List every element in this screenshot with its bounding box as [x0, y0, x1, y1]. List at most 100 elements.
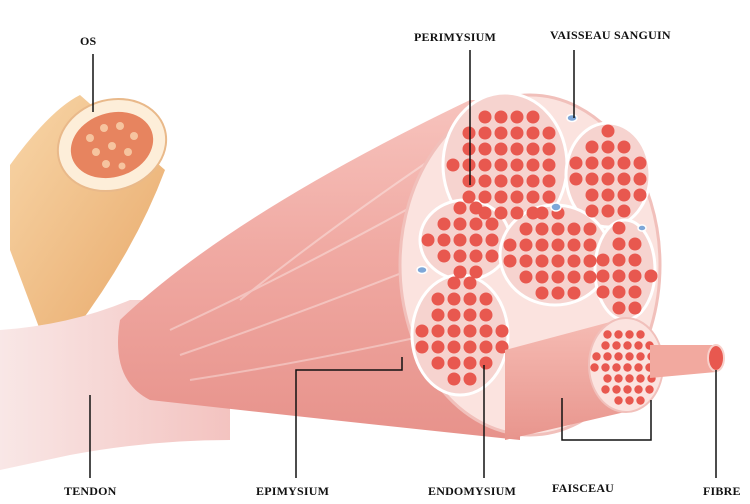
fiber-dot: [438, 234, 451, 247]
fiber-dot: [625, 374, 633, 382]
fiber-dot: [479, 175, 492, 188]
fiber-dot: [486, 250, 499, 263]
fiber-dot: [511, 159, 524, 172]
fiber-dot: [447, 159, 460, 172]
fiber-dot: [432, 309, 445, 322]
fiber-dot: [613, 238, 626, 251]
fiber-dot: [543, 175, 556, 188]
fiber-dot: [511, 191, 524, 204]
fiber-dot: [570, 157, 583, 170]
fiber-dot: [629, 270, 642, 283]
fiber-dot: [470, 250, 483, 263]
fiber-dot: [543, 159, 556, 172]
fiber-dot: [613, 270, 626, 283]
fiber-dot: [432, 341, 445, 354]
fiber-dot: [634, 173, 647, 186]
fiber-dot: [448, 325, 461, 338]
fiber-dot: [618, 157, 631, 170]
fiber-dot: [438, 218, 451, 231]
fiber-dot: [645, 385, 653, 393]
fiber-dot: [536, 223, 549, 236]
fiber-dot: [520, 271, 533, 284]
fiber-dot: [527, 159, 540, 172]
fiber-dot: [602, 205, 615, 218]
fiber-dot: [495, 111, 508, 124]
fiber-dot: [568, 287, 581, 300]
fiber-dot: [586, 157, 599, 170]
fiber-dot: [495, 159, 508, 172]
fiber-dot: [552, 287, 565, 300]
fiber-dot: [463, 191, 476, 204]
fiber-dot: [618, 141, 631, 154]
fiber-dot: [464, 341, 477, 354]
fiber-dot: [612, 341, 620, 349]
fiber-strand: [650, 345, 724, 378]
fiber-dot: [454, 266, 467, 279]
fiber-dot: [520, 255, 533, 268]
fiber-dot: [634, 385, 642, 393]
fiber-dot: [623, 385, 631, 393]
fiber-dot: [464, 357, 477, 370]
fiber-dot: [536, 255, 549, 268]
fiber-dot: [463, 127, 476, 140]
fiber-dot: [613, 254, 626, 267]
label-fibre: FIBRE: [703, 484, 741, 499]
fiber-dot: [527, 111, 540, 124]
fiber-dot: [527, 127, 540, 140]
fiber-dot: [438, 250, 451, 263]
fiber-dot: [636, 374, 644, 382]
fiber-dot: [570, 173, 583, 186]
fiber-dot: [479, 159, 492, 172]
label-faisceau: FAISCEAU: [552, 481, 614, 496]
fiber-dot: [584, 255, 597, 268]
fiber-dot: [597, 286, 610, 299]
fiber-dot: [454, 234, 467, 247]
fiber-dot: [636, 330, 644, 338]
fiber-dot: [479, 127, 492, 140]
fiber-dot: [470, 202, 483, 215]
fiber-dot: [479, 191, 492, 204]
fiber-dot: [520, 239, 533, 252]
fiber-dot: [504, 239, 517, 252]
fiber-dot: [432, 357, 445, 370]
fiber-dot: [584, 271, 597, 284]
fiber-dot: [592, 352, 600, 360]
fiber-dot: [614, 330, 622, 338]
fiber-dot: [463, 175, 476, 188]
fiber-dot: [454, 202, 467, 215]
fiber-dot: [634, 363, 642, 371]
fiber-dot: [625, 396, 633, 404]
fiber-dot: [536, 239, 549, 252]
fiber-dot: [586, 141, 599, 154]
fiber-dot: [625, 352, 633, 360]
fiber-dot: [586, 205, 599, 218]
fiber-dot: [527, 175, 540, 188]
fiber-dot: [448, 357, 461, 370]
fiber-dot: [584, 239, 597, 252]
fiber-dot: [614, 396, 622, 404]
fiber-dot: [612, 363, 620, 371]
fiber-dot: [613, 286, 626, 299]
fiber-dot: [454, 218, 467, 231]
fiber-dot: [454, 250, 467, 263]
fiber-dot: [602, 189, 615, 202]
fiber-dot: [527, 143, 540, 156]
fiber-dot: [464, 293, 477, 306]
fiber-dot: [618, 173, 631, 186]
fiber-dot: [479, 143, 492, 156]
label-vaisseau-sanguin: VAISSEAU SANGUIN: [550, 28, 671, 43]
fiber-dot: [495, 175, 508, 188]
fiber-dot: [636, 396, 644, 404]
fiber-dot: [448, 373, 461, 386]
fiber-dot: [480, 309, 493, 322]
fiber-dot: [568, 239, 581, 252]
fiber-dot: [463, 143, 476, 156]
fiber-dot: [480, 293, 493, 306]
fiber-dot: [597, 254, 610, 267]
fiber-dot: [568, 255, 581, 268]
fiber-dot: [634, 341, 642, 349]
fiber-dot: [602, 157, 615, 170]
label-os: OS: [80, 34, 96, 49]
fiber-dot: [618, 189, 631, 202]
